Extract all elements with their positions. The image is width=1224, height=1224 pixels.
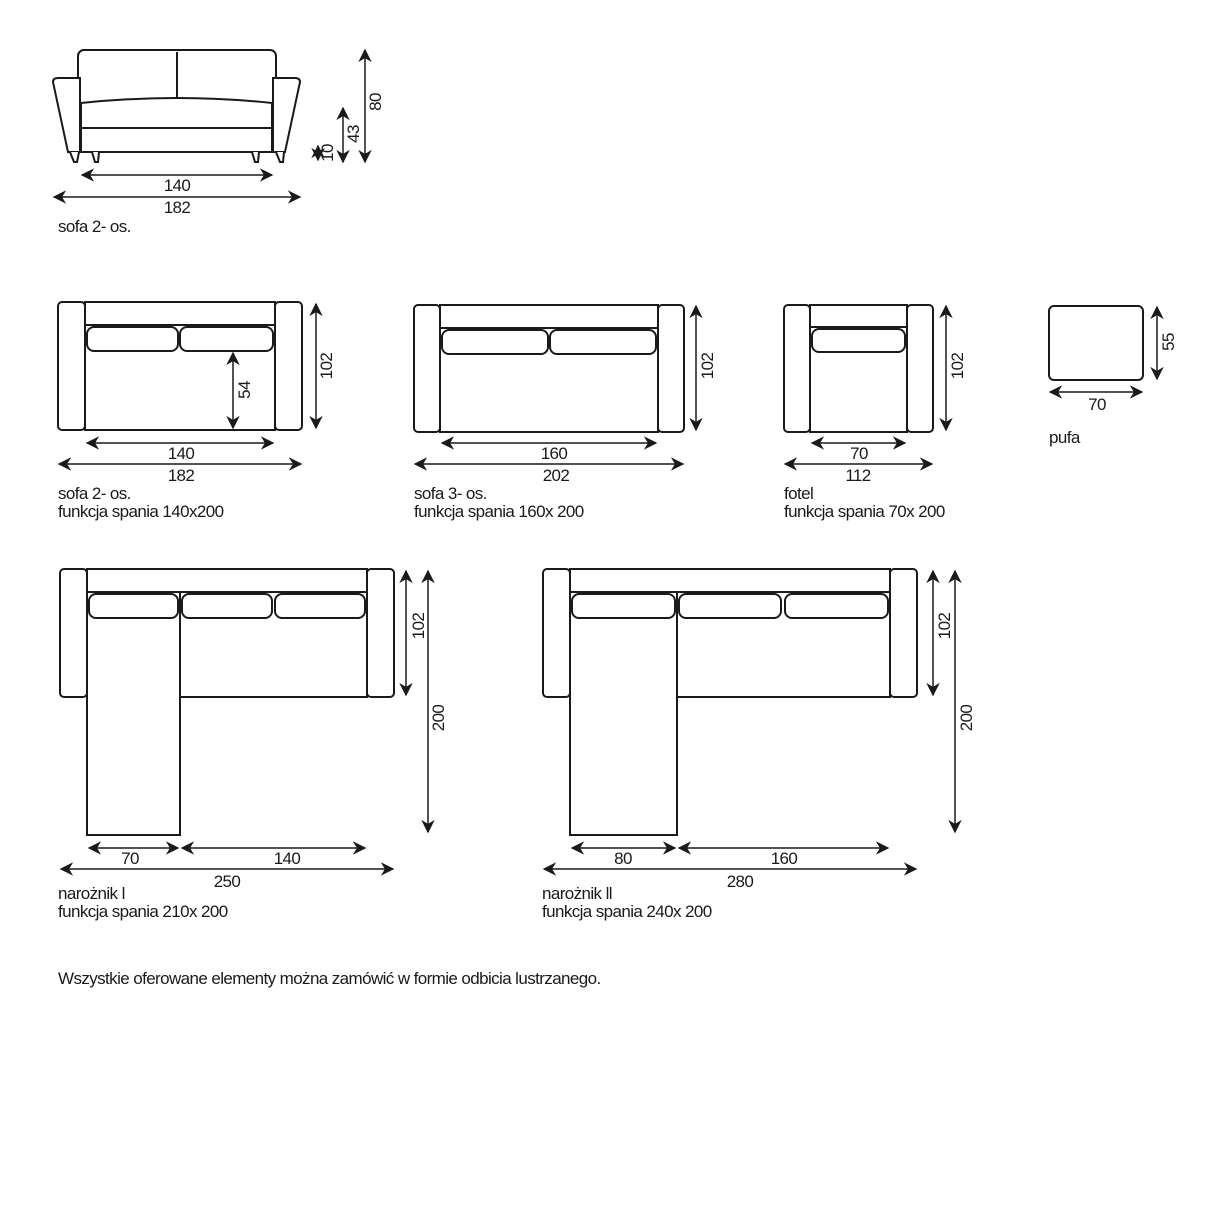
dim-102: 102 [698, 353, 717, 380]
dim-140: 140 [274, 849, 301, 868]
dim-160: 160 [771, 849, 798, 868]
dim-202: 202 [543, 466, 570, 485]
sleep-function: funkcja spania 240x 200 [542, 902, 712, 921]
label: fotel [784, 484, 813, 503]
dim-54: 54 [235, 381, 254, 399]
dim-102: 102 [948, 353, 967, 380]
dim-160: 160 [541, 444, 568, 463]
dim-102: 102 [317, 353, 336, 380]
label: sofa 3- os. [414, 484, 487, 503]
dim-140: 140 [164, 176, 191, 195]
label: sofa 2- os. [58, 217, 131, 236]
dim-200: 200 [957, 705, 976, 732]
label: pufa [1049, 428, 1081, 447]
sleep-function: funkcja spania 160x 200 [414, 502, 584, 521]
dim-140: 140 [168, 444, 195, 463]
label: narożnik ll [542, 884, 612, 903]
sofa2-top-view: 54 102 140 182 sofa 2- os. funkcja spani… [57, 301, 336, 521]
dim-70: 70 [121, 849, 139, 868]
corner-sofa-1-top-view: 102 200 70 140 250 narożnik l funkcja sp… [58, 568, 448, 921]
dim-102: 102 [935, 613, 954, 640]
dim-102: 102 [409, 613, 428, 640]
pouf-top-view: 55 70 pufa [1048, 305, 1178, 447]
dim-200: 200 [429, 705, 448, 732]
dim-70: 70 [850, 444, 868, 463]
corner-sofa-2-top-view: 102 200 80 160 280 narożnik ll funkcja s… [542, 568, 976, 921]
label: sofa 2- os. [58, 484, 131, 503]
sleep-function: funkcja spania 210x 200 [58, 902, 228, 921]
footer-note: Wszystkie oferowane elementy można zamów… [58, 969, 601, 988]
label: narożnik l [58, 884, 125, 903]
dim-55: 55 [1159, 333, 1178, 351]
dim-80: 80 [366, 93, 385, 111]
sofa2-front-view: 140 182 80 43 10 sofa 2- os. [51, 48, 385, 236]
sofa3-top-view: 102 160 202 sofa 3- os. funkcja spania 1… [413, 304, 717, 521]
dim-182: 182 [164, 198, 191, 217]
armchair-top-view: 102 70 112 fotel funkcja spania 70x 200 [783, 304, 967, 521]
dim-250: 250 [214, 872, 241, 891]
dim-112: 112 [845, 466, 870, 485]
sleep-function: funkcja spania 70x 200 [784, 502, 945, 521]
dim-280: 280 [727, 872, 754, 891]
dim-182: 182 [168, 466, 195, 485]
dim-43: 43 [344, 125, 363, 143]
dim-80: 80 [614, 849, 632, 868]
dim-70: 70 [1088, 395, 1106, 414]
dim-10: 10 [318, 144, 337, 162]
sleep-function: funkcja spania 140x200 [58, 502, 224, 521]
